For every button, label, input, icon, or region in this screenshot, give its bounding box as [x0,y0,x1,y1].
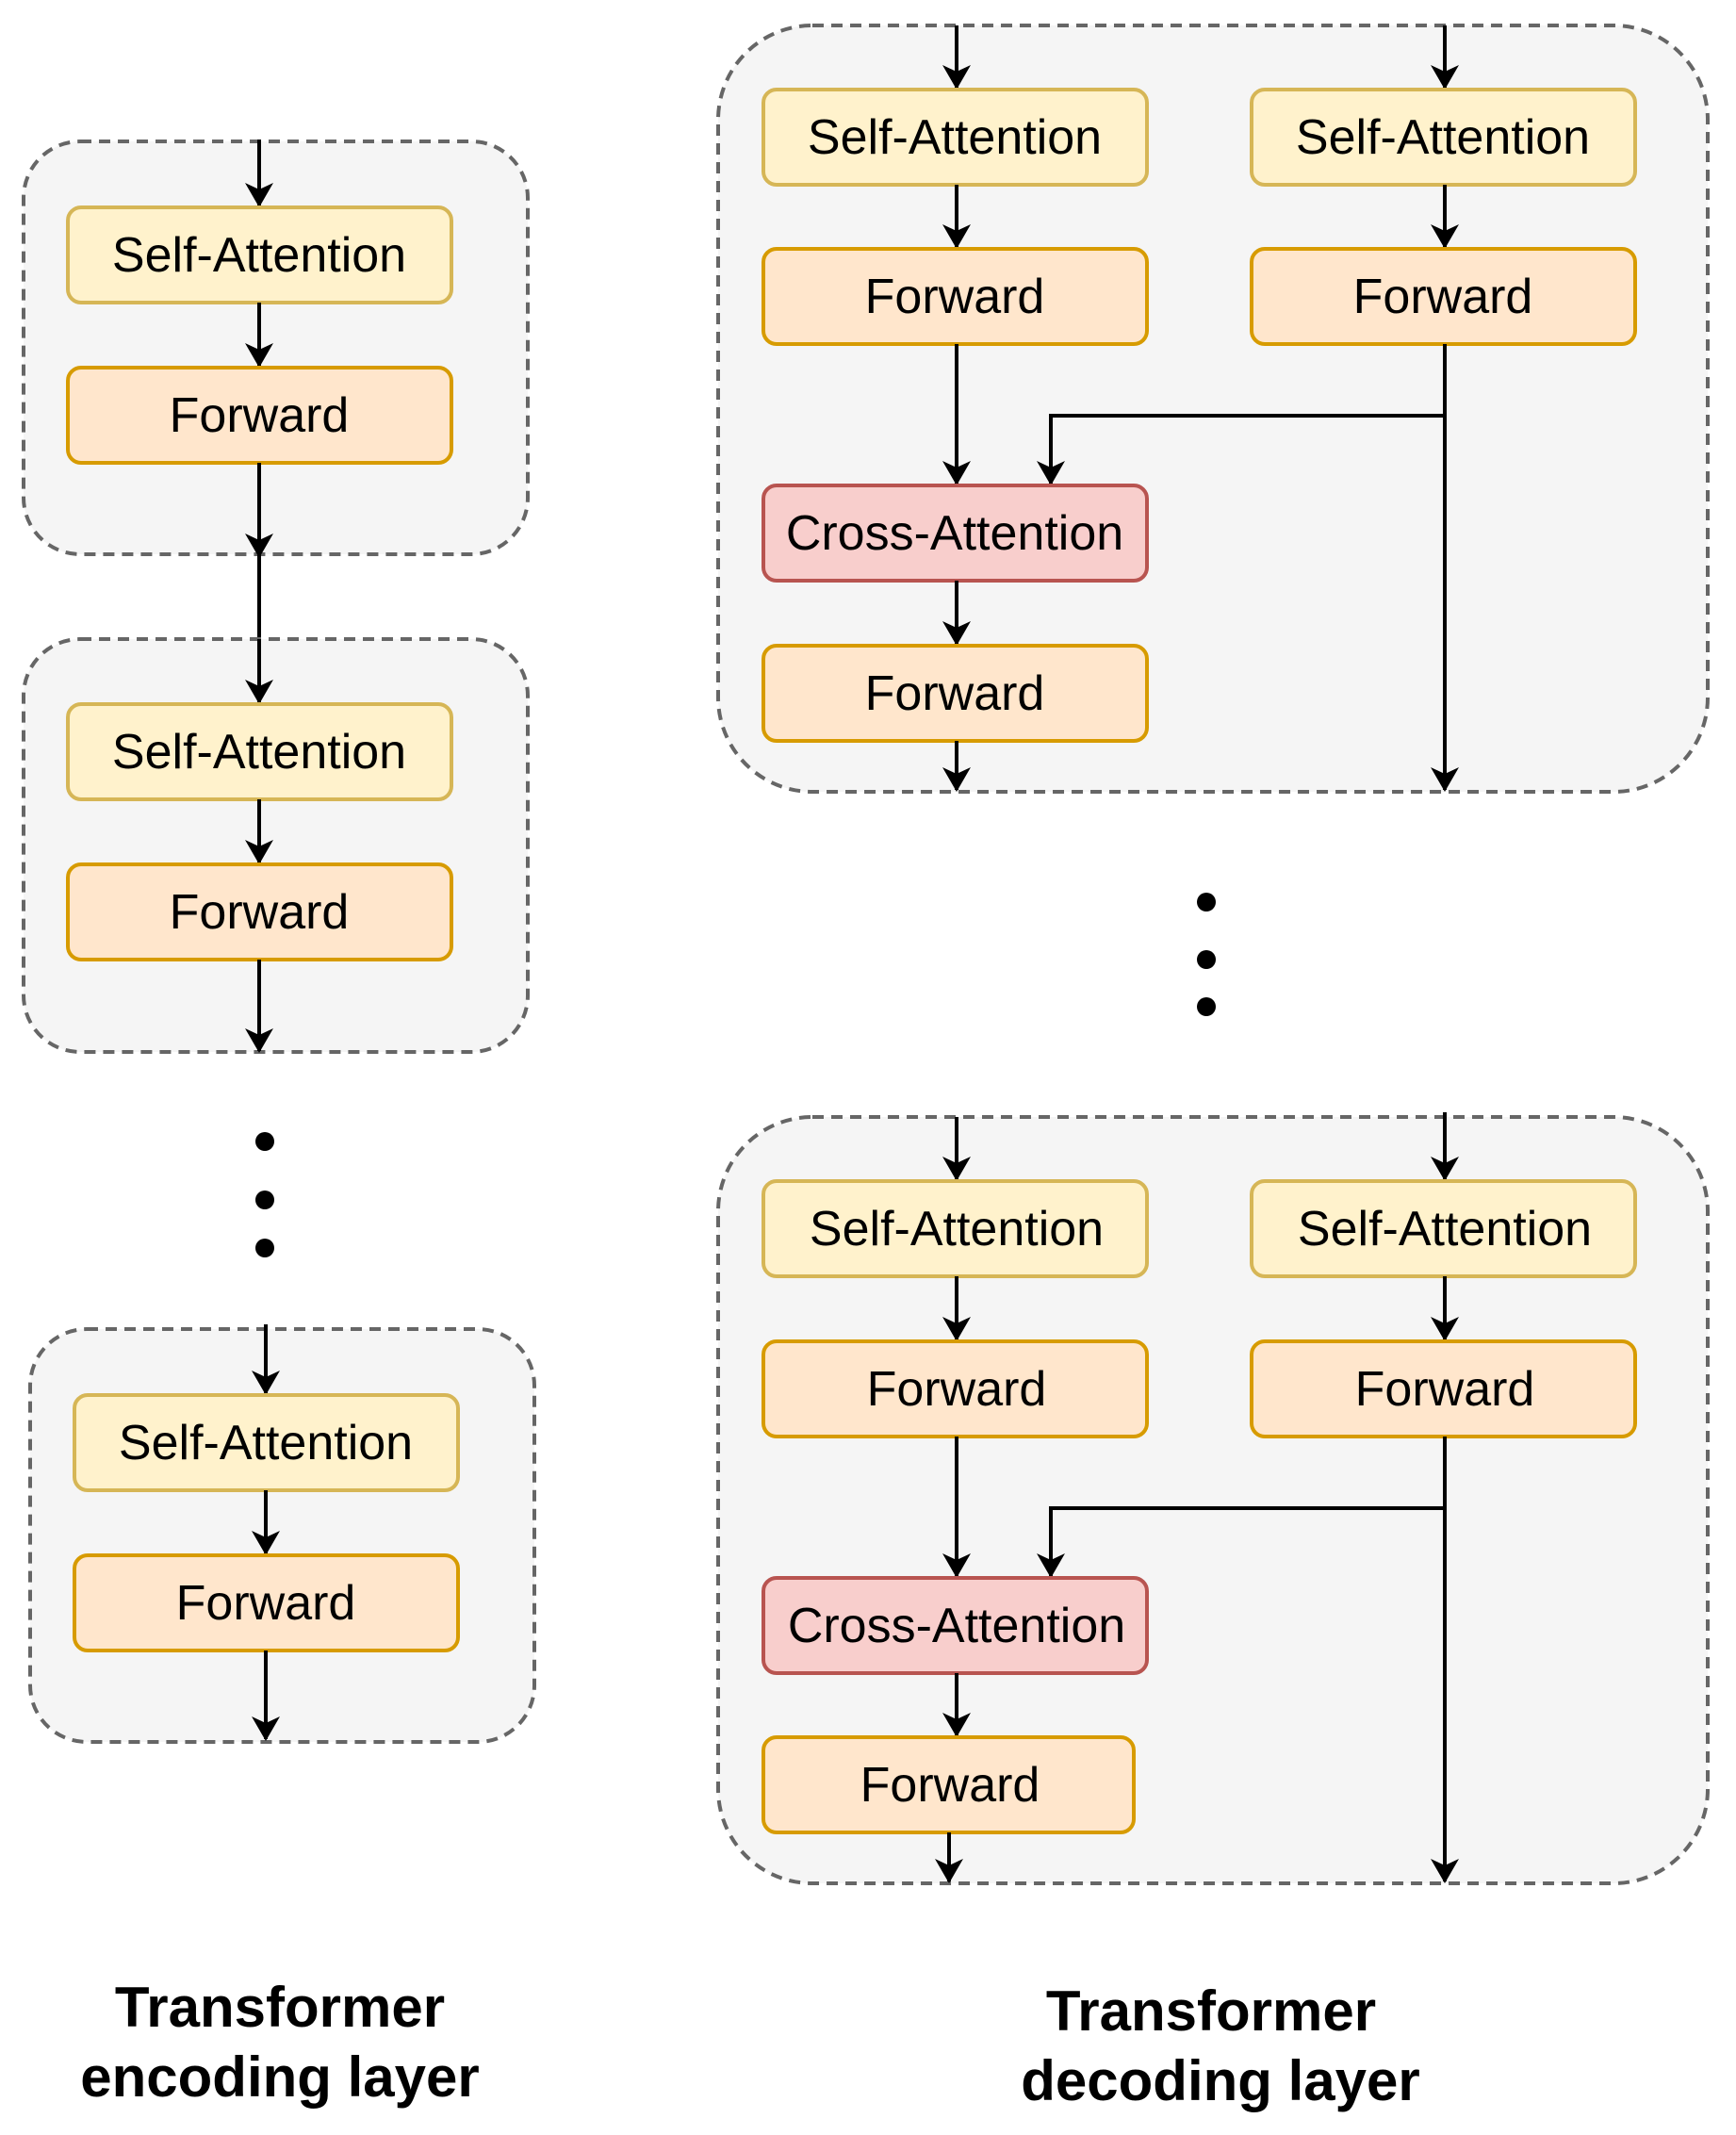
decoder-n-right-self-attention-box: Self-Attention [1250,1179,1637,1278]
decoder-n-left-self-attention-label: Self-Attention [810,1202,1104,1256]
encoder-caption-line2: encoding layer [80,2045,479,2109]
encoder-n-self-attention-label: Self-Attention [119,1416,413,1470]
encoder-layer-1-container [22,140,530,556]
encoder-layer-n-container [28,1327,536,1744]
encoder-2-self-attention-label: Self-Attention [112,725,406,780]
decoder-n-right-self-attention-label: Self-Attention [1298,1202,1592,1256]
decoder-1-right-self-attention-box: Self-Attention [1250,88,1637,187]
decoder-n-left-forward-label: Forward [867,1362,1047,1417]
encoder-n-forward-label: Forward [176,1576,356,1631]
encoder-1-self-attention-label: Self-Attention [112,228,406,283]
decoder-1-left-self-attention-box: Self-Attention [762,88,1149,187]
decoder-1-right-self-attention-label: Self-Attention [1296,110,1590,165]
encoder-n-self-attention-box: Self-Attention [73,1393,460,1492]
encoder-layer-2-container [22,637,530,1054]
decoder-n-left-self-attention-box: Self-Attention [762,1179,1149,1278]
decoder-1-right-forward-box: Forward [1250,247,1637,346]
decoder-1-output-forward-box: Forward [762,644,1149,743]
decoder-n-cross-attention-label: Cross-Attention [788,1599,1125,1653]
decoder-caption-line1: Transformer [1046,1979,1376,2043]
encoder-2-forward-box: Forward [66,862,453,961]
decoder-1-left-forward-label: Forward [865,270,1045,324]
encoder-1-forward-label: Forward [170,388,350,443]
decoder-n-right-forward-box: Forward [1250,1339,1637,1438]
decoder-1-right-forward-label: Forward [1353,270,1533,324]
decoder-n-left-forward-box: Forward [762,1339,1149,1438]
encoder-2-forward-label: Forward [170,885,350,940]
decoder-1-cross-attention-label: Cross-Attention [786,506,1123,561]
encoder-2-self-attention-box: Self-Attention [66,702,453,801]
encoder-1-self-attention-box: Self-Attention [66,205,453,304]
decoder-caption-line2: decoding layer [1021,2049,1419,2112]
decoder-1-output-forward-label: Forward [865,666,1045,721]
decoder-ellipsis [1197,893,1216,1016]
decoder-n-output-forward-label: Forward [860,1758,1040,1813]
decoder-n-output-forward-box: Forward [762,1735,1136,1834]
decoder-1-cross-attention-box: Cross-Attention [762,484,1149,583]
encoder-ellipsis [255,1132,274,1257]
decoder-layer-1-container [716,24,1710,794]
decoder-n-cross-attention-box: Cross-Attention [762,1576,1149,1675]
encoder-caption-line1: Transformer [115,1976,445,2039]
encoder-1-forward-box: Forward [66,366,453,465]
encoder-n-forward-box: Forward [73,1553,460,1652]
decoder-n-right-forward-label: Forward [1355,1362,1535,1417]
decoder-1-left-forward-box: Forward [762,247,1149,346]
decoder-layer-n-container [716,1115,1710,1885]
decoder-1-left-self-attention-label: Self-Attention [808,110,1102,165]
